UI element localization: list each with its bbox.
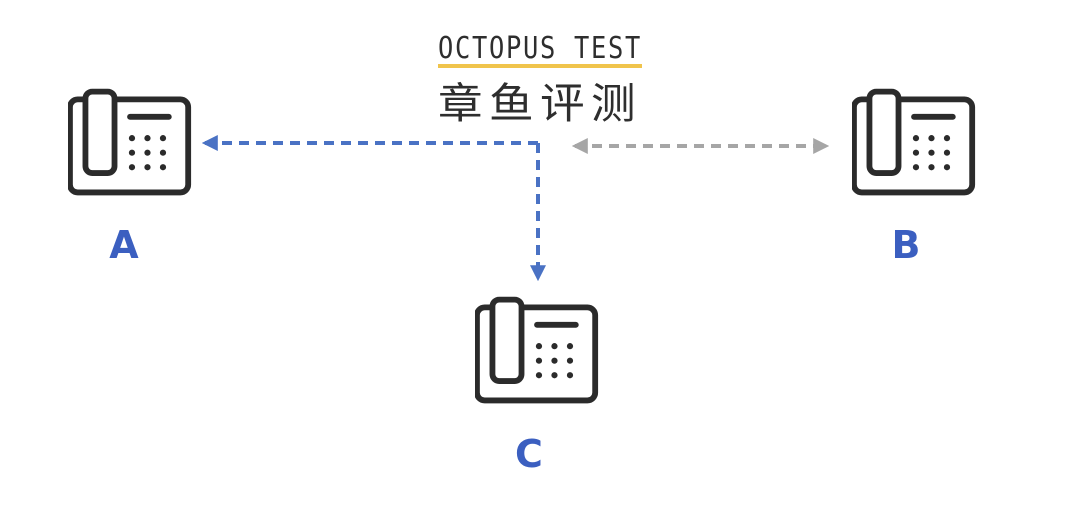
logo-text-en: OCTOPUS TEST [438,31,642,66]
desk-phone-icon [70,92,188,193]
phone-a: A [70,92,188,267]
desk-phone-icon [477,300,595,401]
phone-label-c: C [515,432,543,476]
phone-c: C [477,300,595,476]
phone-b: B [854,92,972,267]
connectors [201,135,830,282]
logo-underline [438,64,642,68]
desk-phone-icon [854,92,972,193]
logo-text-cn: 章鱼评测 [438,79,642,128]
logo: OCTOPUS TEST 章鱼评测 [438,31,642,128]
phone-label-b: B [892,223,921,267]
phone-label-a: A [109,223,139,267]
